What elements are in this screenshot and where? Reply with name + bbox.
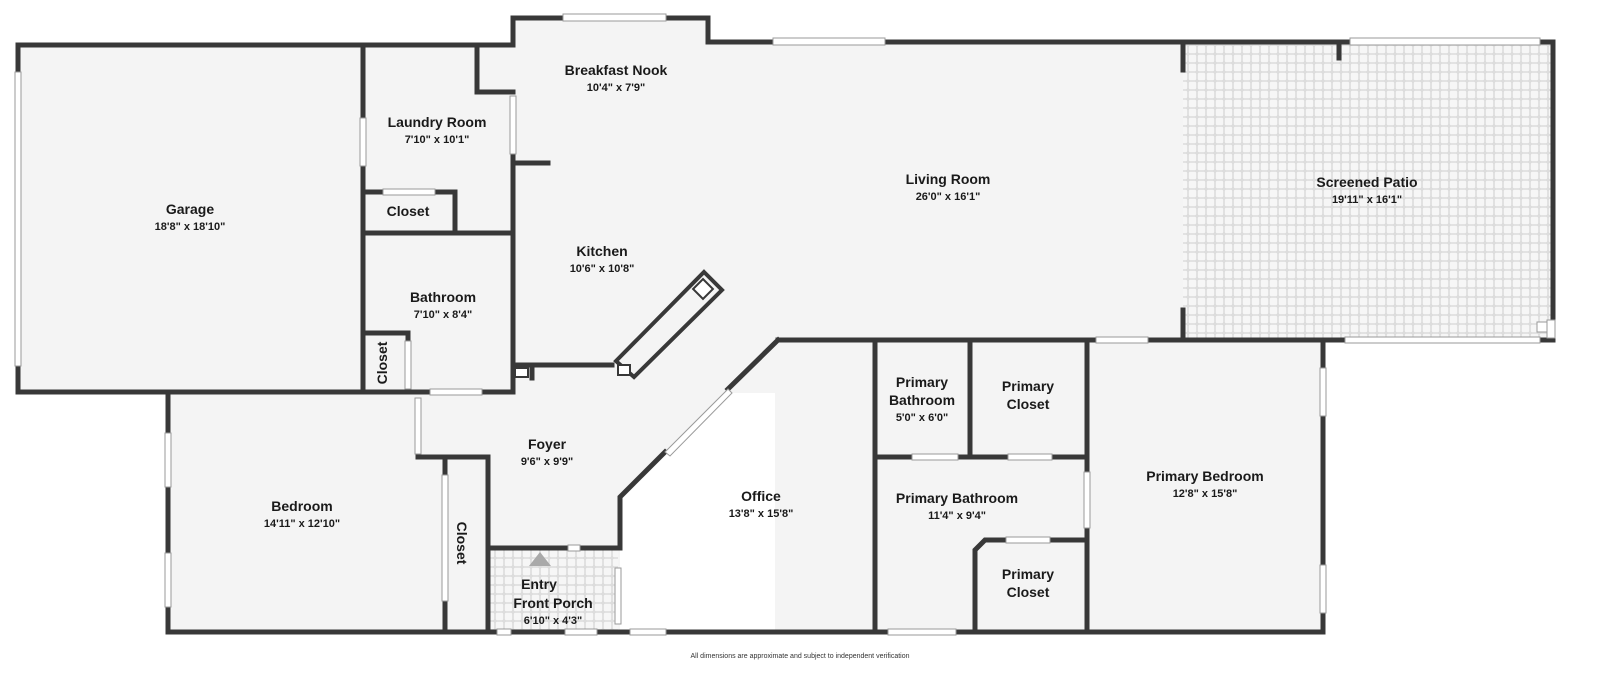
room-name-primary-closet-bottom-2: Closet (1007, 584, 1050, 600)
room-dims-patio: 19'11" x 16'1" (1332, 194, 1402, 206)
room-dims-entry: 6'10" x 4'3" (524, 615, 582, 627)
room-name-front-porch: Front Porch (513, 595, 592, 611)
room-name-foyer: Foyer (528, 436, 567, 452)
room-name-laundry: Laundry Room (388, 114, 487, 130)
room-name-kitchen: Kitchen (576, 243, 627, 259)
disclaimer: All dimensions are approximate and subje… (690, 653, 909, 660)
room-name-primary-closet-top: Primary (1002, 378, 1054, 394)
room-name-bathroom: Bathroom (410, 289, 476, 305)
room-dims-primary-bedroom: 12'8" x 15'8" (1173, 488, 1238, 500)
room-dims-bedroom: 14'11" x 12'10" (264, 518, 340, 530)
room-name-garage: Garage (166, 201, 214, 217)
room-name-closet-laundry: Closet (387, 203, 430, 219)
room-dims-garage: 18'8" x 18'10" (155, 221, 226, 233)
room-name-primary-bath-small: Primary (896, 374, 948, 390)
room-dims-living: 26'0" x 16'1" (916, 191, 981, 203)
room-name-office: Office (741, 488, 781, 504)
room-name-primary-bath: Primary Bathroom (896, 490, 1018, 506)
room-dims-foyer: 9'6" x 9'9" (521, 456, 573, 468)
room-name-closet-bath: Closet (374, 341, 390, 384)
screened-patio-floor (1183, 42, 1553, 340)
room-dims-office: 13'8" x 15'8" (729, 508, 794, 520)
room-dims-primary-bath-small: 5'0" x 6'0" (896, 412, 948, 424)
front-porch-floor (490, 548, 618, 631)
room-name-primary-closet-top-2: Closet (1007, 396, 1050, 412)
room-name-primary-closet-bottom: Primary (1002, 566, 1054, 582)
walls (15, 15, 1556, 635)
windows (14, 13, 1556, 636)
room-name-patio: Screened Patio (1316, 174, 1417, 190)
room-name-closet-bedroom: Closet (454, 522, 470, 565)
room-name-primary-bedroom: Primary Bedroom (1146, 468, 1263, 484)
room-dims-laundry: 7'10" x 10'1" (405, 134, 470, 146)
room-labels: Garage 18'8" x 18'10" Laundry Room 7'10"… (155, 62, 1418, 627)
room-dims-primary-bath: 11'4" x 9'4" (928, 510, 986, 522)
room-name-bedroom: Bedroom (271, 498, 332, 514)
room-name-primary-bath-small-2: Bathroom (889, 392, 955, 408)
kitchen-island (514, 269, 725, 380)
room-name-entry: Entry (521, 576, 557, 592)
entry-arrow-icon (529, 552, 551, 566)
diagonal-window (664, 388, 733, 457)
room-dims-kitchen: 10'6" x 10'8" (570, 263, 635, 275)
room-dims-bathroom: 7'10" x 8'4" (414, 309, 472, 321)
room-name-breakfast-nook: Breakfast Nook (565, 62, 668, 78)
room-name-living: Living Room (906, 171, 991, 187)
room-dims-breakfast-nook: 10'4" x 7'9" (587, 82, 645, 94)
